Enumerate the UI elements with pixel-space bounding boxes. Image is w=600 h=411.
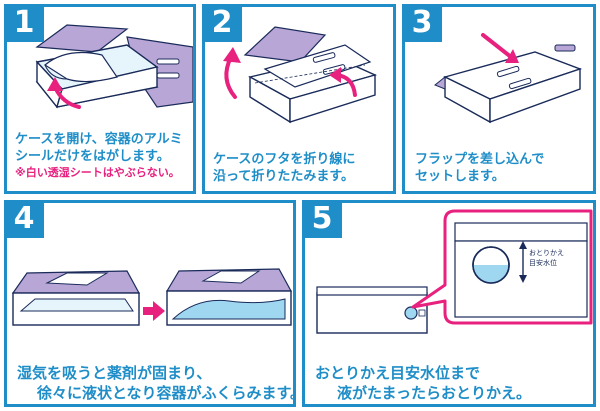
step-3-illustration <box>434 33 583 124</box>
step-5-gauge-label-line-1: おとりかえ <box>529 249 564 257</box>
step-5-panel: おとりかえ 目安水位 5 おとりかえ目安水位まで 液がたまったらおとりかえ。 <box>302 200 596 407</box>
step-3-caption: フラップを差し込んで セットします。 <box>415 151 544 185</box>
step-4-caption-line-1: 湿気を吸うと薬剤が固まり、 <box>17 364 212 382</box>
step-5-illustration: おとりかえ 目安水位 <box>316 209 593 334</box>
step-1-caption-line-2: シールだけをはがします。 <box>15 149 170 164</box>
step-1-number: 1 <box>7 7 44 42</box>
step-2-panel: 2 ケースのフタを折り線に 沿って折りたたみます。 <box>202 4 396 194</box>
step-3-caption-line-2: セットします。 <box>415 169 505 184</box>
step-3-panel: 3 フラップを差し込んで セットします。 <box>402 4 596 194</box>
step-2-caption-line-2: 沿って折りたたみます。 <box>213 169 355 184</box>
step-5-gauge-label-line-2: 目安水位 <box>529 258 557 267</box>
step-4-caption-line-2: 徐々に液状となり容器がふくらみます。 <box>37 384 296 402</box>
step-1-caption-line-1: ケースを開け、容器のアルミ <box>15 132 183 147</box>
step-2-illustration <box>223 26 378 124</box>
step-1-caption: ケースを開け、容器のアルミ シールだけをはがします。 ※白い透湿シートはやぶらな… <box>15 131 183 180</box>
step-5-caption-line-1: おとりかえ目安水位まで <box>315 364 481 382</box>
step-1-illustration <box>35 24 193 109</box>
step-5-caption: おとりかえ目安水位まで 液がたまったらおとりかえ。 <box>315 363 531 403</box>
step-3-number: 3 <box>405 7 442 42</box>
step-1-note: ※白い透湿シートはやぶらない。 <box>15 166 180 179</box>
step-2-number: 2 <box>205 7 242 42</box>
step-5-number: 5 <box>305 203 342 238</box>
step-4-illustration <box>11 268 293 326</box>
step-2-caption-line-1: ケースのフタを折り線に <box>213 152 356 167</box>
step-2-caption: ケースのフタを折り線に 沿って折りたたみます。 <box>213 151 355 185</box>
step-4-caption: 湿気を吸うと薬剤が固まり、 徐々に液状となり容器がふくらみます。 <box>17 363 296 403</box>
step-1-panel: 1 ケースを開け、容器のアルミ シールだけをはがします。 ※白い透湿シートはやぶ… <box>4 4 196 194</box>
step-4-panel: 4 湿気を吸うと薬剤が固まり、 徐々に液状となり容器がふくらみます。 <box>4 200 296 407</box>
step-4-number: 4 <box>7 203 44 238</box>
step-5-caption-line-2: 液がたまったらおとりかえ。 <box>337 384 531 402</box>
step-3-caption-line-1: フラップを差し込んで <box>415 152 545 167</box>
